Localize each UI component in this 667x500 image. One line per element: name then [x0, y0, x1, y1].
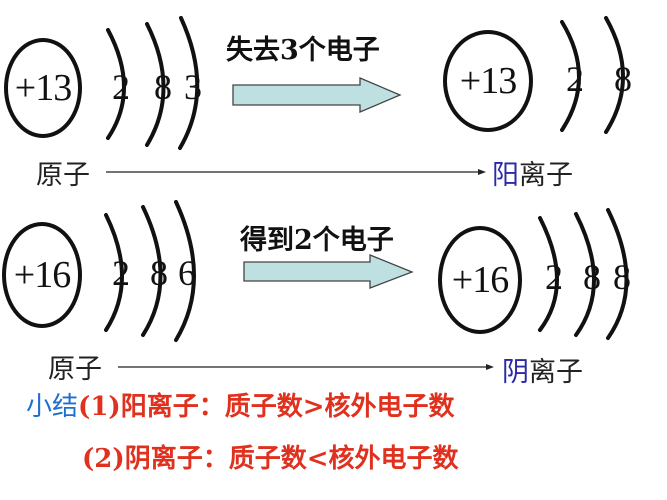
electron-shell-1	[104, 213, 124, 332]
shell-electron-count: 8	[150, 253, 168, 293]
electron-shell-2	[141, 205, 163, 337]
shell-electron-count: 3	[184, 67, 202, 107]
shell-electron-count: 2	[545, 257, 563, 297]
shell-electron-count: 8	[614, 59, 632, 99]
shell-electron-count: 2	[112, 253, 130, 293]
ion-nucleus: +16	[438, 226, 522, 334]
cation-label: 阳离子	[492, 160, 573, 191]
shell-electron-count: 2	[566, 59, 584, 99]
ion-shell-1	[538, 216, 559, 332]
shell-electron-count: 8	[583, 257, 601, 297]
ion-shell-2	[574, 212, 596, 337]
ion-shell-3	[606, 208, 629, 340]
electron-shell-2	[145, 22, 166, 147]
process-label: 失去3个电子	[226, 35, 380, 66]
shell-electron-count: 8	[154, 67, 172, 107]
shell-electron-count: 6	[178, 253, 196, 293]
process-label: 得到2个电子	[240, 225, 394, 256]
anion-label: 阴离子	[502, 357, 583, 388]
atom-label: 原子	[48, 354, 102, 385]
ion-nucleus: +13	[443, 30, 533, 132]
shell-electron-count: 8	[613, 257, 631, 297]
electron-shell-3	[178, 16, 200, 150]
electron-shell-1	[106, 28, 126, 140]
atom-nucleus: +13	[4, 38, 82, 138]
ion-shell-2	[604, 16, 625, 134]
ion-shell-1	[560, 20, 581, 132]
reaction-arrow	[232, 77, 402, 113]
summary-line-2: (2)阴离子：质子数<核外电子数	[82, 444, 459, 474]
summary-line-1: 小结(1)阳离子：质子数>核外电子数	[26, 392, 455, 422]
electron-shell-3	[174, 200, 196, 342]
shell-electron-count: 2	[112, 67, 130, 107]
reaction-arrow	[243, 254, 414, 289]
atom-label: 原子	[36, 160, 90, 191]
atom-nucleus: +16	[2, 222, 82, 328]
